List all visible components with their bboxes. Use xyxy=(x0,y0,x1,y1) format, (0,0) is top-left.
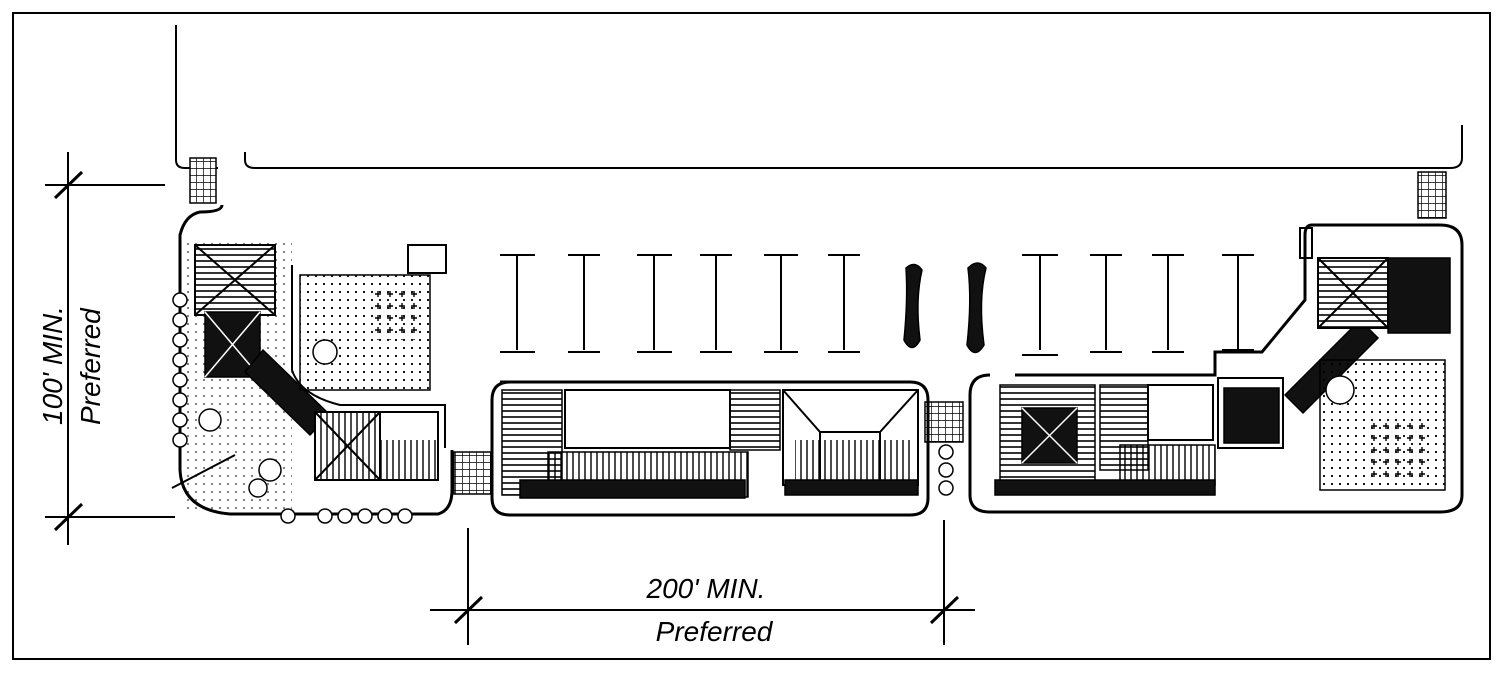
parking-stalls xyxy=(500,254,1254,356)
vertical-dimension xyxy=(45,152,175,545)
horizontal-dimension xyxy=(430,520,975,645)
right-block xyxy=(968,223,1464,514)
left-tree-row xyxy=(172,292,282,498)
crosswalks xyxy=(189,157,1447,495)
horizontal-dimension-line2: Preferred xyxy=(656,616,774,647)
left-lot-buildings xyxy=(194,244,439,481)
passage-trees xyxy=(938,444,954,496)
vertical-dimension-line2: Preferred xyxy=(75,307,106,425)
leader-arrow xyxy=(171,454,236,489)
middle-block xyxy=(490,380,954,517)
left-corner-lot xyxy=(171,204,454,524)
bottom-tree-row xyxy=(280,508,413,524)
street-curbs xyxy=(175,25,1463,169)
horizontal-dimension-line1: 200' MIN. xyxy=(646,573,766,604)
vertical-dimension-line1: 100' MIN. xyxy=(37,306,68,425)
